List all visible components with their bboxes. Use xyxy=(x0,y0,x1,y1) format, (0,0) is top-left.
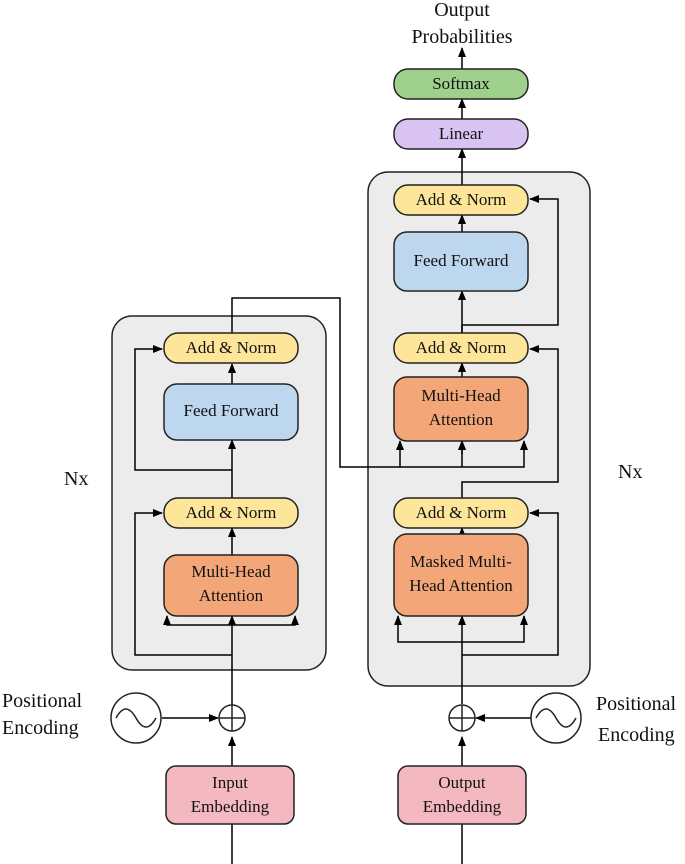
linear-block xyxy=(393,118,529,150)
decoder-feed-forward-label: Feed Forward xyxy=(414,251,509,270)
decoder-add-norm-2-label: Add & Norm xyxy=(416,338,507,357)
encoder-attention-line2: Attention xyxy=(199,586,264,605)
softmax-label: Softmax xyxy=(432,74,490,93)
encoder-positional-line2: Encoding xyxy=(2,717,79,739)
input-embedding-block xyxy=(165,765,295,825)
encoder-add-norm-2 xyxy=(163,332,299,364)
decoder-cross-attention xyxy=(393,376,529,442)
encoder-add-norm-2-label: Add & Norm xyxy=(186,338,277,357)
input-embedding-line1: Input xyxy=(212,773,248,792)
decoder-feed-forward xyxy=(393,231,529,292)
decoder-add-norm-3 xyxy=(393,184,529,216)
decoder-positional-line2: Encoding xyxy=(598,724,675,746)
encoder-positional-line1: Positional xyxy=(2,690,82,712)
input-embedding-line2: Embedding xyxy=(191,797,270,816)
decoder-masked-attention xyxy=(393,533,529,617)
output-embedding-block xyxy=(397,765,527,825)
output-probabilities-line2: Probabilities xyxy=(411,26,512,48)
encoder-add-norm-1-label: Add & Norm xyxy=(186,503,277,522)
encoder-add-norm-1 xyxy=(163,497,299,529)
decoder-nx-label: Nx xyxy=(618,461,642,483)
decoder-masked-attention-line1: Masked Multi- xyxy=(410,552,512,571)
encoder-sine-wave-icon xyxy=(110,692,162,744)
decoder-positional-line1: Positional xyxy=(596,693,676,715)
encoder-stack xyxy=(111,315,327,671)
output-probabilities-line1: Output xyxy=(434,0,490,21)
output-embedding-line2: Embedding xyxy=(423,797,502,816)
decoder-add-norm-3-label: Add & Norm xyxy=(416,190,507,209)
decoder-add-icon xyxy=(448,704,476,732)
decoder-add-norm-1 xyxy=(393,497,529,529)
decoder-cross-attention-line1: Multi-Head xyxy=(421,386,501,405)
encoder-feed-forward xyxy=(163,383,299,441)
encoder-attention-line1: Multi-Head xyxy=(191,562,271,581)
encoder-add-icon xyxy=(218,704,246,732)
decoder-masked-attention-line2: Head Attention xyxy=(409,576,513,595)
decoder-cross-attention-line2: Attention xyxy=(429,410,494,429)
encoder-nx-label: Nx xyxy=(64,468,88,490)
decoder-sine-wave-icon xyxy=(530,692,582,744)
decoder-add-norm-1-label: Add & Norm xyxy=(416,503,507,522)
decoder-add-norm-2 xyxy=(393,332,529,364)
linear-label: Linear xyxy=(439,124,484,143)
encoder-feed-forward-label: Feed Forward xyxy=(184,401,279,420)
encoder-attention xyxy=(163,554,299,617)
softmax-block xyxy=(393,68,529,100)
output-embedding-line1: Output xyxy=(438,773,486,792)
